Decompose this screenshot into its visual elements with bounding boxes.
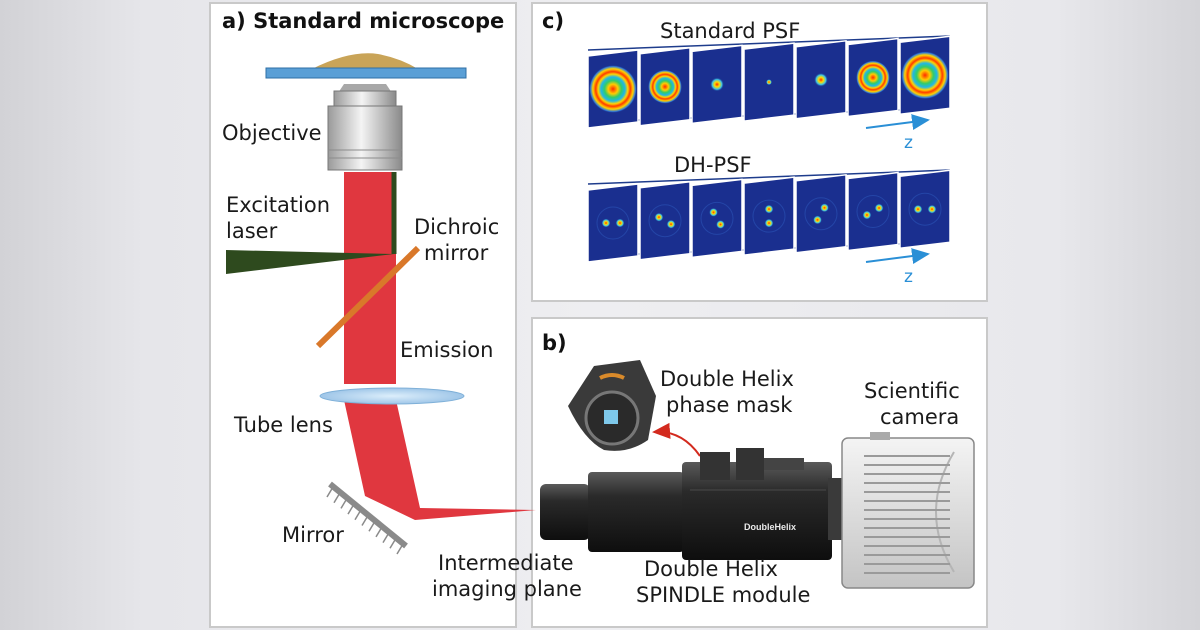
psf-lobe: [820, 203, 829, 213]
z-label-dh: z: [904, 267, 913, 287]
psf-side-ring: [648, 204, 682, 238]
label-emission: Emission: [400, 338, 493, 362]
label-camera-line1: Scientific: [864, 379, 960, 403]
psf-frame: [847, 171, 899, 252]
psf-side-ring: [700, 201, 734, 235]
excitation-beam: [226, 250, 394, 274]
psf-frame: [691, 178, 743, 259]
psf-intensity: [856, 60, 890, 95]
psf-intensity: [589, 65, 637, 113]
stack-edge-top: [587, 169, 951, 185]
psf-lobe: [874, 203, 884, 213]
label-excitation-line1: Excitation: [226, 193, 330, 217]
psf-lobe: [862, 210, 872, 220]
mirror-hatching: [326, 486, 404, 555]
spindle-module-icon: [540, 448, 842, 560]
label-excitation-line2: laser: [226, 219, 278, 243]
mirror-hatch-line: [340, 498, 348, 509]
standard-psf-stack: [587, 35, 951, 129]
z-arrow-standard: [865, 114, 930, 130]
stack-edge-top: [587, 35, 951, 51]
psf-side-ring: [804, 197, 838, 231]
label-spindle-line1: Double Helix: [644, 557, 778, 581]
mirror-hatch-line: [368, 520, 376, 532]
psf-lobe: [709, 207, 718, 217]
dh-psf-stack: [587, 169, 951, 263]
psf-intensity: [766, 79, 772, 86]
z-label-standard: z: [904, 133, 913, 153]
module-brand-label: DoubleHelix: [744, 522, 796, 532]
psf-lobe: [913, 204, 923, 214]
camera-icon: [841, 432, 975, 589]
panel-c-title: c): [542, 9, 564, 33]
psf-lobe: [666, 219, 676, 229]
psf-lobe: [654, 212, 664, 222]
panel-a-title: a) Standard microscope: [222, 9, 504, 33]
mirror-icon: [328, 481, 408, 549]
psf-frame: [743, 176, 795, 256]
z-arrow-dh: [865, 248, 930, 264]
label-dichroic-line2: mirror: [424, 241, 489, 265]
label-objective: Objective: [222, 121, 322, 145]
panel-b-title: b): [542, 331, 567, 355]
psf-intensity: [710, 77, 724, 92]
sample: [312, 53, 418, 69]
psf-lobe: [716, 219, 725, 229]
label-tube-lens: Tube lens: [233, 413, 333, 437]
mirror-hatch-line: [347, 503, 355, 515]
psf-intensity: [814, 72, 828, 87]
mirror-hatch-line: [326, 486, 334, 498]
label-intermediate-line2: imaging plane: [432, 577, 582, 601]
label-camera-line2: camera: [880, 405, 959, 429]
phase-mask-arrow: [652, 422, 701, 457]
mirror-hatch-line: [382, 532, 390, 543]
psf-lobe: [813, 215, 822, 225]
psf-side-ring: [856, 195, 890, 228]
dichroic-mirror: [315, 245, 421, 349]
emission-beam: [344, 172, 536, 520]
psf-side-ring: [752, 199, 786, 233]
mirror-hatch-line: [389, 537, 397, 549]
psf-side-ring: [908, 192, 942, 226]
psf-lobe: [927, 204, 937, 214]
mirror-hatch-line: [361, 515, 369, 526]
label-dichroic-line1: Dichroic: [414, 215, 499, 239]
label-phase-mask-line1: Double Helix: [660, 367, 794, 391]
psf-lobe: [764, 204, 774, 214]
mirror-hatch-line: [375, 526, 383, 538]
psf-frame: [639, 180, 691, 261]
psf-frame: [899, 169, 951, 250]
label-mirror: Mirror: [282, 523, 344, 547]
psf-intensity: [648, 69, 682, 104]
psf-lobe: [615, 218, 625, 228]
psf-lobe: [601, 218, 611, 228]
mirror-hatch-line: [396, 543, 404, 555]
tube-lens: [319, 387, 465, 405]
psf-lobe: [764, 218, 774, 228]
camera-fins: [864, 455, 950, 574]
label-spindle-line2: SPINDLE module: [636, 583, 810, 607]
psf-intensity: [901, 51, 949, 100]
microscope-slide: [265, 67, 467, 79]
psf-frame: [587, 183, 639, 263]
label-phase-mask-line2: phase mask: [666, 393, 793, 417]
mirror-hatch-line: [354, 509, 362, 521]
mirror-hatch-line: [333, 492, 341, 504]
label-standard-psf: Standard PSF: [660, 19, 800, 43]
label-intermediate-line1: Intermediate: [438, 551, 574, 575]
psf-side-ring: [596, 206, 630, 240]
phase-mask-icon: [568, 360, 656, 451]
label-dh-psf: DH-PSF: [674, 153, 752, 177]
psf-frame: [795, 173, 847, 254]
objective-lens-icon: [327, 84, 403, 171]
